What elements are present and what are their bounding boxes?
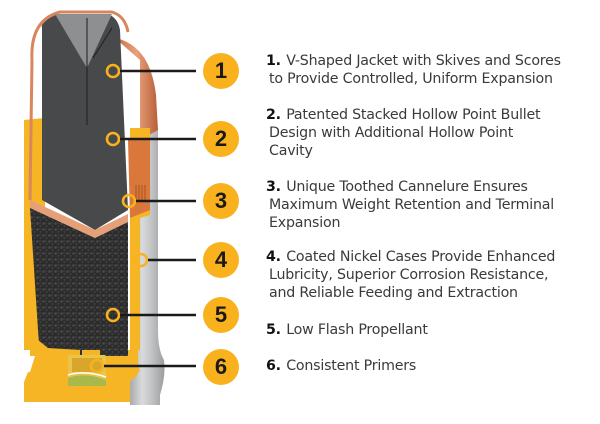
badge-number: 4 — [214, 247, 228, 272]
callout-badge-4: 4 — [203, 242, 239, 278]
feature-number: 1. — [266, 53, 281, 69]
feature-text: Lubricity, Superior Corrosion Resistance… — [269, 267, 549, 283]
feature-5: 5. Low Flash Propellant — [266, 321, 596, 339]
feature-text: Coated Nickel Cases Provide Enhanced — [286, 249, 556, 265]
callout-marker-2 — [105, 131, 196, 147]
callout-marker-1 — [105, 63, 196, 79]
callout-badge-6: 6 — [203, 349, 239, 385]
callout-badge-2: 2 — [203, 121, 239, 157]
feature-text: Consistent Primers — [286, 358, 417, 374]
feature-number: 3. — [266, 179, 281, 195]
feature-number: 5. — [266, 322, 281, 338]
feature-text: V-Shaped Jacket with Skives and Scores — [286, 53, 561, 69]
feature-text: Expansion — [269, 215, 341, 231]
badge-number: 1 — [214, 58, 228, 83]
feature-number: 2. — [266, 107, 281, 123]
feature-text: Patented Stacked Hollow Point Bullet — [286, 107, 541, 123]
feature-6: 6. Consistent Primers — [266, 357, 596, 375]
feature-text: Low Flash Propellant — [286, 322, 428, 338]
feature-number: 6. — [266, 358, 281, 374]
badge-number: 6 — [214, 354, 228, 379]
callout-badge-5: 5 — [203, 297, 239, 333]
callout-badge-3: 3 — [203, 183, 239, 219]
callout-badge-1: 1 — [203, 53, 239, 89]
badge-number: 3 — [214, 188, 228, 213]
copper-jacket-icon — [115, 38, 158, 140]
feature-1: 1. V-Shaped Jacket with Skives and Score… — [266, 52, 596, 88]
callout-marker-4 — [133, 252, 196, 268]
feature-text: Unique Toothed Cannelure Ensures — [286, 179, 528, 195]
callout-marker-6 — [89, 358, 196, 374]
callout-marker-3 — [121, 193, 196, 209]
feature-text: Cavity — [269, 143, 313, 159]
feature-text: to Provide Controlled, Uniform Expansion — [269, 71, 553, 87]
propellant-icon — [30, 208, 128, 356]
feature-4: 4. Coated Nickel Cases Provide Enhanced … — [266, 248, 596, 302]
feature-text: and Reliable Feeding and Extraction — [269, 285, 518, 301]
feature-number: 4. — [266, 249, 281, 265]
callout-marker-5 — [105, 307, 196, 323]
feature-3: 3. Unique Toothed Cannelure Ensures Maxi… — [266, 178, 596, 232]
badge-number: 5 — [214, 302, 228, 327]
badge-number: 2 — [214, 126, 228, 151]
feature-2: 2. Patented Stacked Hollow Point Bullet … — [266, 106, 596, 160]
feature-text: Maximum Weight Retention and Terminal — [269, 197, 555, 213]
feature-text: Design with Additional Hollow Point — [269, 125, 514, 141]
